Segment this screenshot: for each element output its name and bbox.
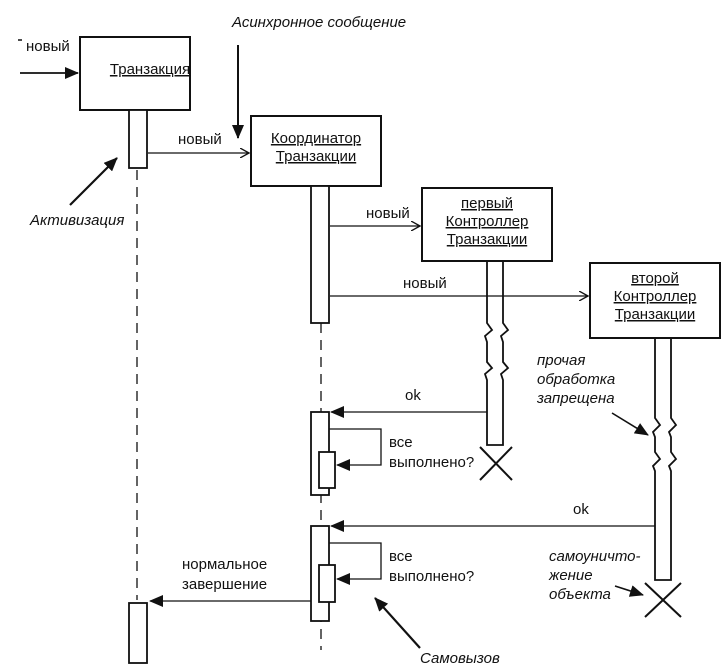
annotation-self-destruct-label-3: объекта <box>549 586 611 603</box>
object-transaction-label: Транзакция <box>110 61 190 78</box>
annotation-activation: Активизация <box>29 157 124 229</box>
message-self-call-1: все выполнено? <box>329 428 474 471</box>
object-controller-2-label-1: второй <box>631 270 679 287</box>
message-new-coordinator: новый <box>148 131 249 153</box>
destroy-controller-1-icon <box>479 446 513 481</box>
activation-controller-2 <box>651 338 678 581</box>
annotation-other-processing: прочая обработка запрещена <box>536 352 649 436</box>
message-new-coordinator-label: новый <box>178 131 222 148</box>
message-new-external: новый <box>18 38 79 79</box>
message-ok-2: ok <box>330 501 655 532</box>
activation-coordinator <box>310 185 330 324</box>
annotation-activation-label: Активизация <box>29 212 124 229</box>
object-controller-1-label-1: первый <box>461 195 513 212</box>
annotation-async-message: Асинхронное сообщение <box>231 14 406 139</box>
message-self-call-1-label-2: выполнено? <box>389 454 474 471</box>
annotation-self-call: Самовызов <box>374 597 500 667</box>
message-new-controller-2-label: новый <box>403 275 447 292</box>
activation-self-call-1 <box>310 411 336 496</box>
activation-transaction-1 <box>128 109 148 169</box>
message-new-controller-2: новый <box>330 275 588 296</box>
annotation-self-destruct-label-1: самоуничто- <box>549 548 641 565</box>
annotation-other-processing-label-2: обработка <box>537 371 615 388</box>
message-normal-end-label-1: нормальное <box>182 556 267 573</box>
message-new-controller-1: новый <box>330 205 420 226</box>
annotation-async-message-label: Асинхронное сообщение <box>231 14 406 31</box>
activation-transaction-2 <box>128 602 148 664</box>
object-controller-2-label-3: Транзакции <box>615 306 695 323</box>
annotation-self-destruct: самоуничто- жение объекта <box>548 548 644 603</box>
object-coordinator-label-2: Транзакции <box>276 148 356 165</box>
message-normal-end: нормальное завершение <box>149 556 311 607</box>
message-ok-2-label: ok <box>573 501 589 518</box>
object-controller-1-label-3: Транзакции <box>447 231 527 248</box>
message-self-call-2-label-1: все <box>389 548 413 565</box>
object-coordinator: Координатор Транзакции <box>250 115 382 187</box>
message-normal-end-label-2: завершение <box>182 576 267 593</box>
message-new-controller-1-label: новый <box>366 205 410 222</box>
object-controller-1-label-2: Контроллер <box>446 213 529 230</box>
message-ok-1: ok <box>330 387 487 418</box>
object-controller-2-label-2: Контроллер <box>614 288 697 305</box>
annotation-self-destruct-label-2: жение <box>548 567 593 584</box>
message-self-call-1-label-1: все <box>389 434 413 451</box>
annotation-self-call-label: Самовызов <box>420 650 500 667</box>
message-self-call-2: все выполнено? <box>329 542 474 585</box>
object-coordinator-label-1: Координатор <box>271 130 361 147</box>
object-transaction: Транзакция <box>79 36 191 111</box>
activation-self-call-2 <box>310 525 336 622</box>
message-new-external-label: новый <box>26 38 70 55</box>
annotation-other-processing-label-3: запрещена <box>536 390 615 407</box>
object-controller-2: второй Контроллер Транзакции <box>589 262 721 339</box>
object-controller-1: первый Контроллер Транзакции <box>421 187 553 262</box>
destroy-controller-2-icon <box>644 582 682 618</box>
message-self-call-2-label-2: выполнено? <box>389 568 474 585</box>
annotation-other-processing-label-1: прочая <box>537 352 585 369</box>
activation-controller-1 <box>483 261 510 446</box>
message-ok-1-label: ok <box>405 387 421 404</box>
